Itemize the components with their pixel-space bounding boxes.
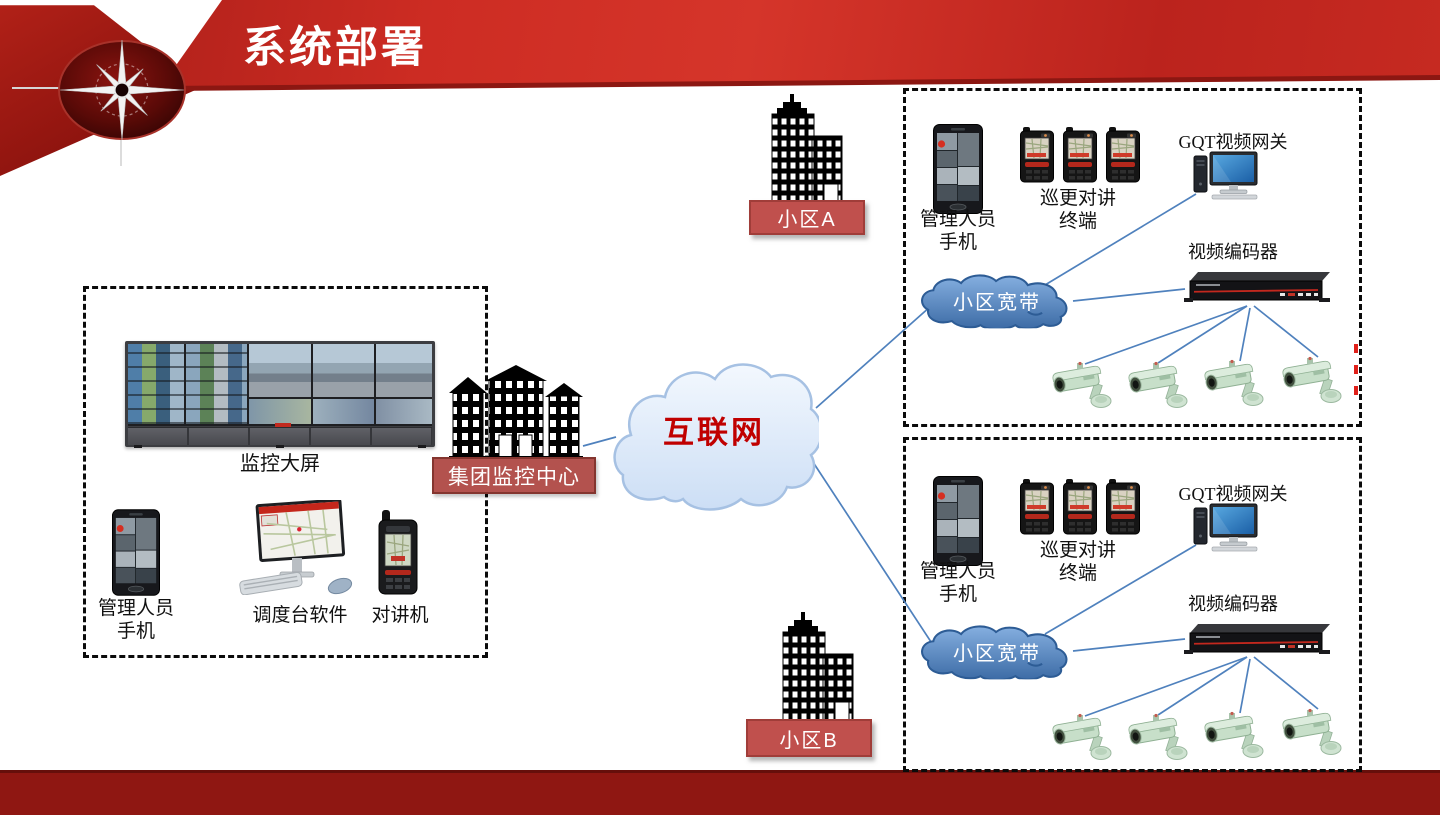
patrol-terminal-label: 巡更对讲 终端 — [1039, 188, 1116, 232]
community-b-building-icon — [773, 612, 855, 720]
video-wall-mosaic-right — [186, 344, 248, 424]
gateway-pc-icon — [1192, 502, 1262, 552]
cctv-camera-icon — [1126, 360, 1190, 410]
intercom-radio-label: 对讲机 — [371, 605, 429, 626]
cctv-camera-icon — [1050, 712, 1114, 762]
header-ribbon — [160, 0, 1440, 88]
video-wall-label: 监控大屏 — [240, 453, 320, 475]
community-a-box — [903, 88, 1362, 427]
patrol-terminal-icon — [1063, 127, 1097, 183]
patrol-terminal-icon — [1063, 479, 1097, 535]
patrol-terminal-icon — [1106, 479, 1140, 535]
admin-phone-icon — [933, 476, 983, 566]
community-b-badge: 小区B — [746, 719, 872, 757]
cctv-camera-icon — [1280, 707, 1344, 757]
video-wall — [125, 341, 435, 448]
admin-phone-label: 管理人员 手机 — [919, 209, 996, 253]
red-dash-accent — [1354, 344, 1358, 406]
patrol-terminal-icon — [1020, 479, 1054, 535]
video-encoder-icon — [1184, 270, 1336, 306]
cctv-camera-icon — [1280, 355, 1344, 405]
broadband-label: 小区宽带 — [953, 642, 1041, 665]
gateway-label: GQT视频网关 — [1178, 132, 1288, 152]
compass-crosshair-h — [12, 87, 62, 89]
internet-label: 互联网 — [663, 414, 765, 450]
video-wall-cabinet — [128, 423, 432, 448]
internet-cloud: 互联网 — [609, 349, 819, 521]
footer-bar — [0, 770, 1440, 815]
video-wall-mosaic-left — [128, 344, 184, 424]
video-wall-logo — [275, 423, 291, 427]
cctv-camera-icon — [1202, 358, 1266, 408]
compass-icon — [58, 39, 186, 141]
hq-badge: 集团监控中心 — [432, 457, 596, 494]
admin-phone-icon — [933, 124, 983, 214]
page-title: 系统部署 — [243, 24, 427, 72]
hq-building-icon — [449, 365, 583, 458]
community-a-building-icon — [762, 94, 844, 202]
gateway-pc-icon — [1192, 150, 1262, 200]
cctv-camera-icon — [1126, 712, 1190, 762]
gateway-label: GQT视频网关 — [1178, 484, 1288, 504]
broadband-cloud: 小区宽带 — [920, 622, 1074, 680]
broadband-label: 小区宽带 — [953, 291, 1041, 314]
patrol-terminal-icon — [1020, 127, 1054, 183]
dispatch-console-label: 调度台软件 — [252, 605, 348, 626]
cctv-camera-icon — [1050, 360, 1114, 410]
encoder-label: 视频编码器 — [1188, 242, 1278, 262]
admin-phone-label: 管理人员 手机 — [97, 598, 174, 642]
broadband-cloud: 小区宽带 — [920, 271, 1074, 329]
cctv-camera-icon — [1202, 710, 1266, 760]
video-wall-panorama — [249, 344, 311, 397]
video-encoder-icon — [1184, 622, 1336, 658]
community-a-badge: 小区A — [749, 200, 865, 235]
admin-phone-icon — [112, 509, 160, 596]
compass-crosshair-v — [120, 134, 122, 166]
patrol-terminal-icon — [1106, 127, 1140, 183]
internet-cloud-shape — [613, 363, 819, 511]
encoder-label: 视频编码器 — [1188, 594, 1278, 614]
admin-phone-label: 管理人员 手机 — [919, 561, 996, 605]
intercom-radio-icon — [378, 510, 418, 595]
dispatch-console-icon — [230, 500, 365, 595]
patrol-terminal-label: 巡更对讲 终端 — [1039, 540, 1116, 584]
